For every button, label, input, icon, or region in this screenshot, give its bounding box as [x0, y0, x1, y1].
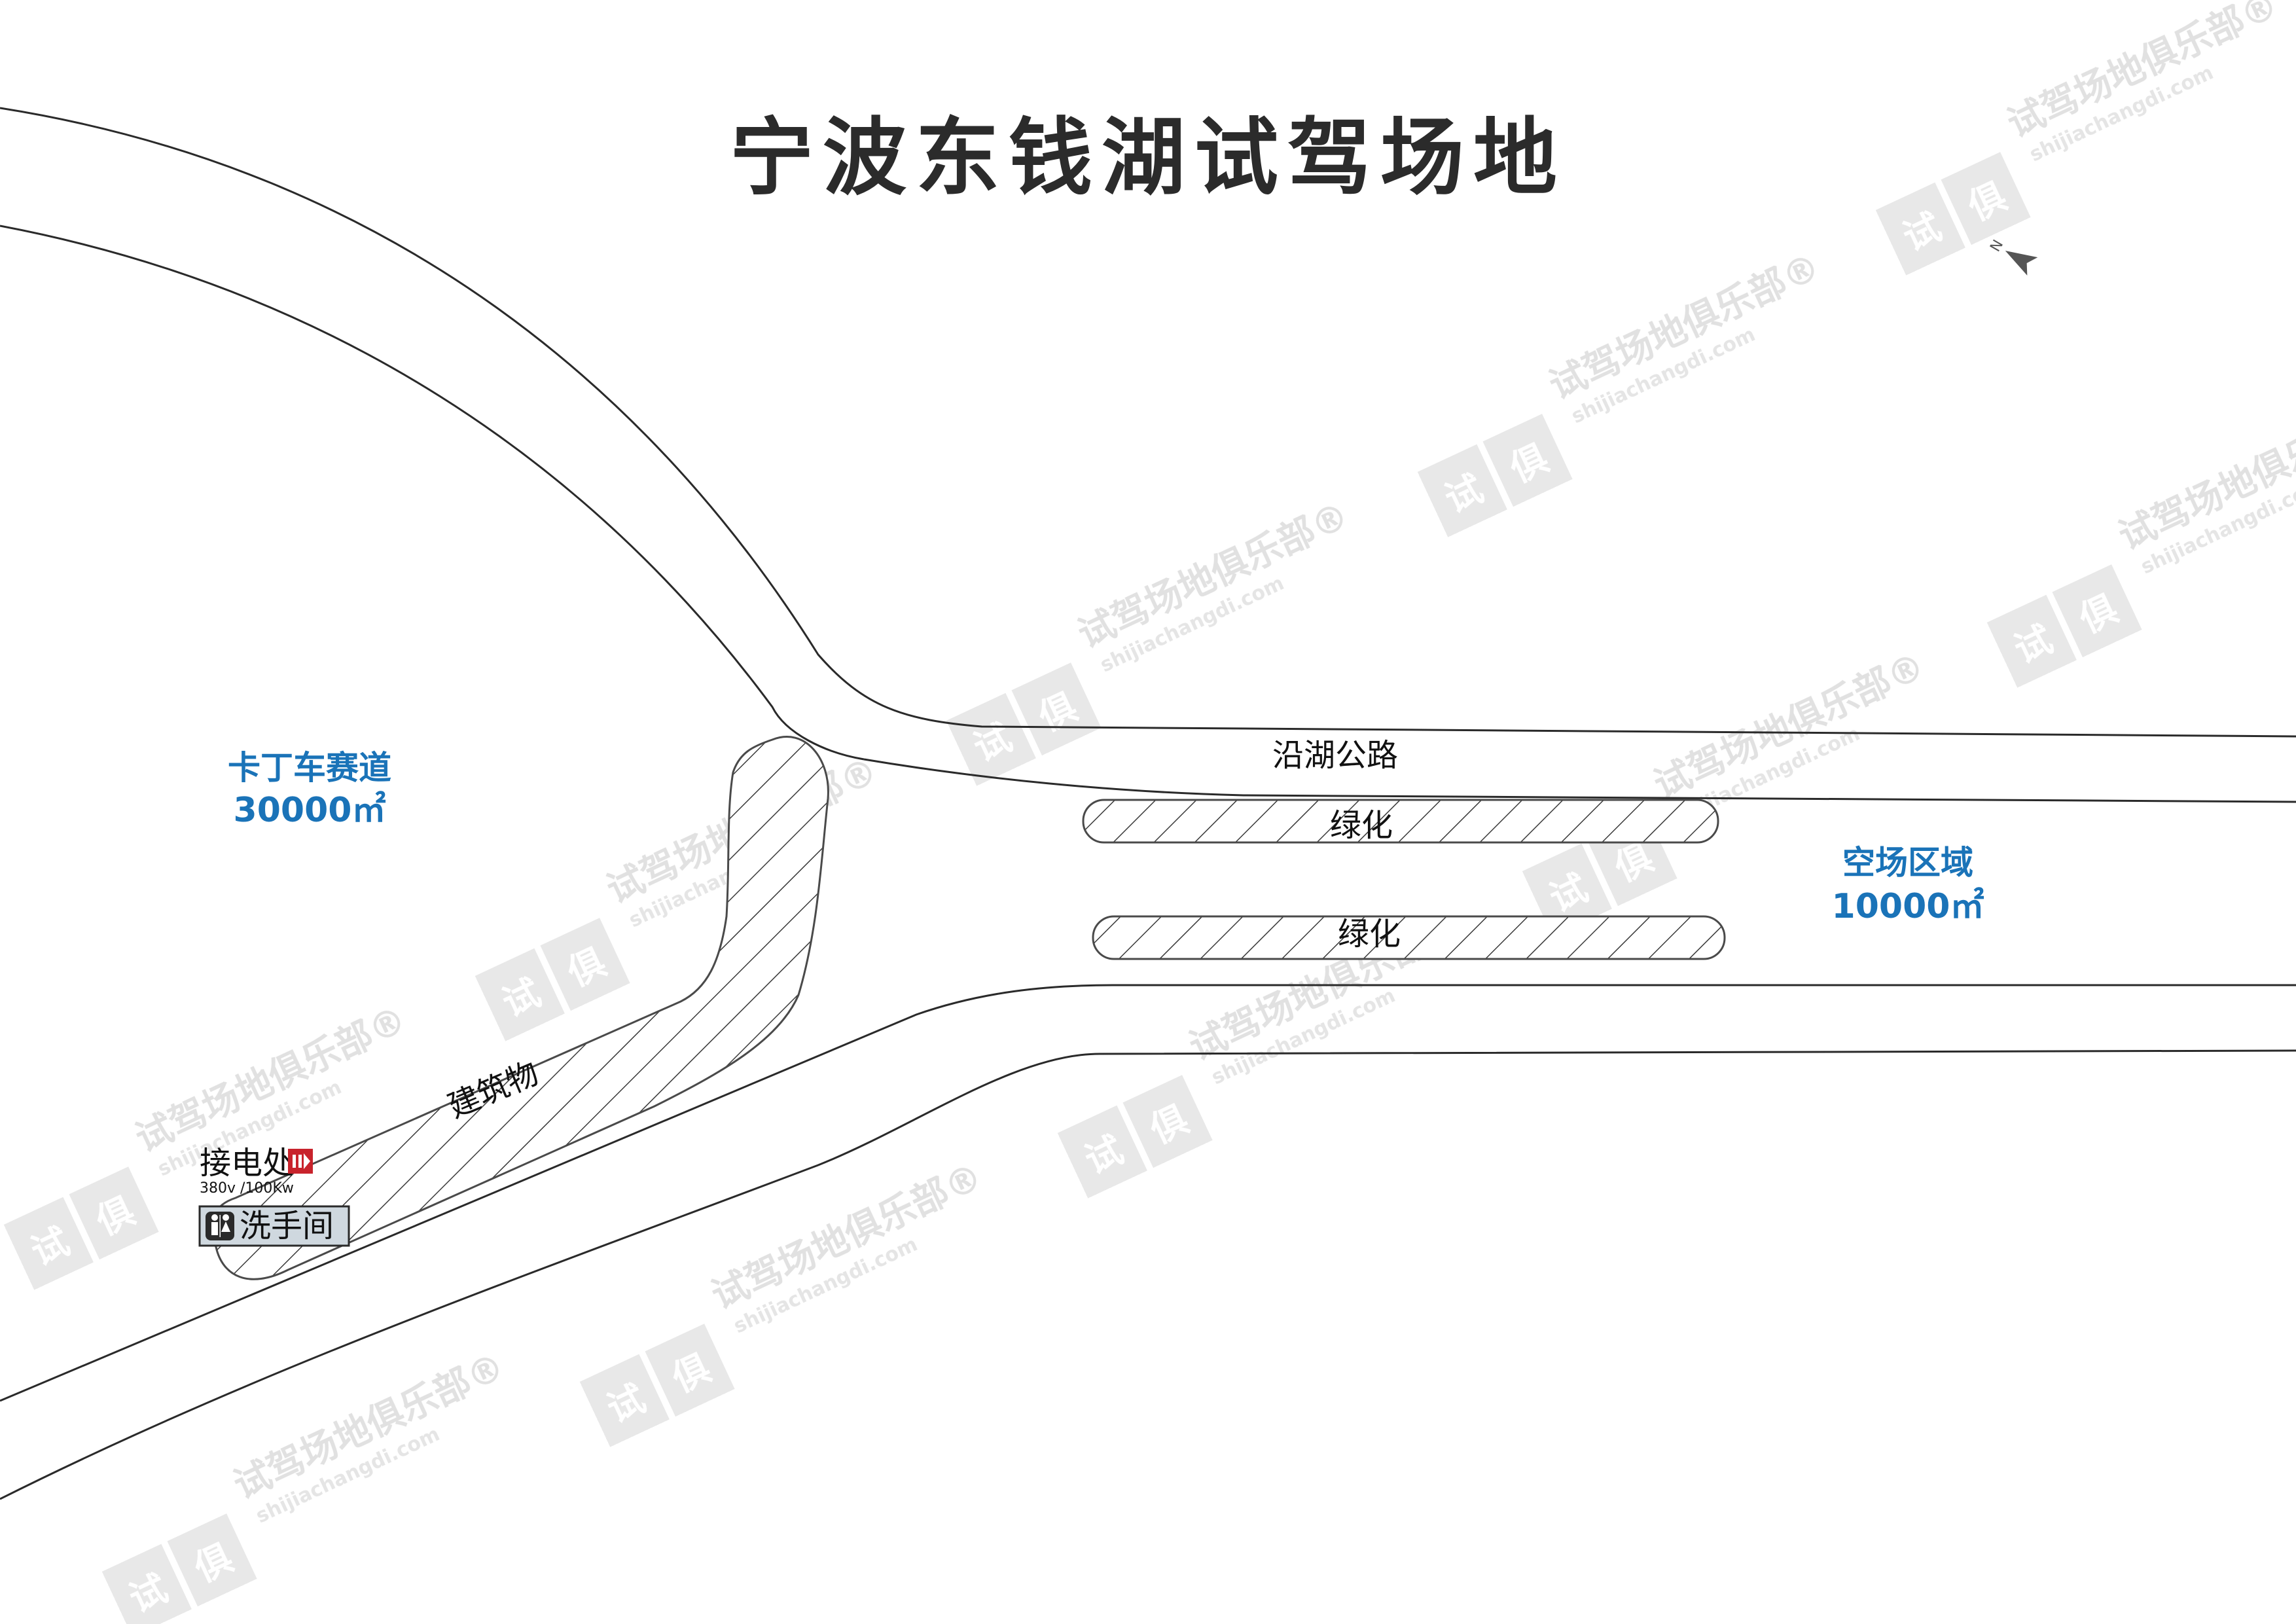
power-facility: 接电处 380v /100Kw [200, 1145, 313, 1197]
green-label-1: 绿化 [1330, 807, 1393, 844]
compass-label: N [1987, 237, 2007, 255]
open-area-area: 10000㎡ [1832, 887, 1984, 926]
north-arrow-icon [2005, 251, 2038, 276]
greenery-strips [1082, 799, 1726, 960]
road-label: 沿湖公路 [1272, 737, 1398, 774]
power-spec: 380v /100Kw [200, 1180, 294, 1197]
green-label-2: 绿化 [1338, 916, 1401, 952]
kart-track-name: 卡丁车赛道 [228, 749, 391, 787]
green-strip-2 [1092, 915, 1726, 960]
restroom-label: 洗手间 [240, 1208, 334, 1244]
green-strip-1 [1082, 799, 1719, 844]
page-title: 宁波东钱湖试驾场地 [730, 109, 1566, 207]
power-outlet-icon [288, 1149, 313, 1174]
compass: N [1987, 237, 2038, 276]
power-label: 接电处 [200, 1145, 294, 1182]
kart-track-area: 30000㎡ [234, 791, 386, 830]
restroom-facility: 洗手间 [198, 1205, 350, 1247]
road-network [0, 107, 2296, 1500]
building-zone [211, 736, 829, 1280]
open-area-name: 空场区域 [1842, 844, 1973, 882]
restroom-icon [206, 1212, 234, 1240]
